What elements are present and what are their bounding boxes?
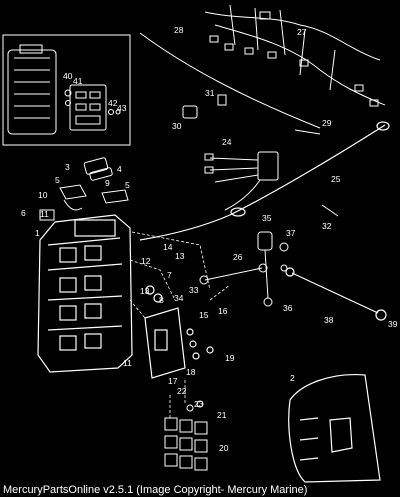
- callout-9: 9: [105, 178, 110, 188]
- callout-14: 14: [163, 242, 173, 252]
- callout-36: 36: [283, 303, 293, 313]
- cable-38: [285, 267, 387, 321]
- callout-16: 16: [218, 306, 228, 316]
- callout-39: 39: [388, 319, 398, 329]
- callout-7: 7: [167, 270, 172, 280]
- callout-4: 4: [117, 164, 122, 174]
- inset-detail: [2, 34, 131, 146]
- callout-40: 40: [63, 71, 73, 81]
- callout-43: 43: [117, 103, 127, 113]
- callout-11a: 11: [40, 209, 49, 219]
- callout-10: 10: [38, 190, 48, 200]
- callout-2: 2: [290, 373, 295, 383]
- coils-20: [164, 400, 208, 471]
- harness-24: [204, 151, 279, 211]
- callout-3: 3: [65, 162, 70, 172]
- sensor-30: [182, 94, 321, 135]
- callout-11b: 11: [123, 358, 132, 368]
- callout-22: 22: [177, 386, 187, 396]
- cable-25: [139, 121, 390, 241]
- strap-35: [257, 231, 289, 307]
- callout-1: 1: [35, 228, 40, 238]
- callout-26: 26: [233, 252, 243, 262]
- callout-25: 25: [331, 174, 341, 184]
- callout-27: 27: [297, 27, 307, 37]
- callout-6: 6: [21, 208, 26, 218]
- callout-labels: 1 2 3 4 5 5 6 7 8 9 10 11 11 12 13 13 14…: [21, 25, 398, 453]
- callout-15: 15: [199, 310, 209, 320]
- callout-41: 41: [73, 76, 83, 86]
- callout-8: 8: [159, 295, 164, 305]
- callout-34: 34: [174, 293, 184, 303]
- callout-23: 23: [194, 399, 204, 409]
- leader-lines: [129, 231, 231, 418]
- callout-38: 38: [324, 315, 334, 325]
- harness-27: [204, 4, 386, 107]
- callout-20: 20: [219, 443, 229, 453]
- housing-1: [37, 214, 133, 373]
- module-17: [144, 285, 214, 379]
- callout-42: 42: [108, 98, 118, 108]
- callout-24: 24: [222, 137, 232, 147]
- callout-18: 18: [186, 367, 196, 377]
- callout-33: 33: [189, 285, 199, 295]
- callout-5a: 5: [55, 175, 60, 185]
- cover-2: [288, 373, 381, 483]
- callout-28: 28: [174, 25, 184, 35]
- callout-31: 31: [205, 88, 215, 98]
- copyright-footer: MercuryPartsOnline v2.5.1 (Image Copyrig…: [3, 484, 308, 496]
- pin-32: [321, 204, 339, 217]
- cable-28: [139, 32, 321, 129]
- callout-5b: 5: [125, 180, 130, 190]
- callout-32: 32: [322, 221, 332, 231]
- callout-19: 19: [225, 353, 235, 363]
- callout-13b: 13: [140, 286, 150, 296]
- callout-35: 35: [262, 213, 272, 223]
- callout-12: 12: [141, 256, 151, 266]
- callout-17: 17: [168, 376, 178, 386]
- callout-30: 30: [172, 121, 182, 131]
- callout-37: 37: [286, 228, 296, 238]
- callout-29: 29: [322, 118, 332, 128]
- small-parts: [39, 157, 129, 221]
- callout-13a: 13: [175, 251, 185, 261]
- callout-21: 21: [217, 410, 227, 420]
